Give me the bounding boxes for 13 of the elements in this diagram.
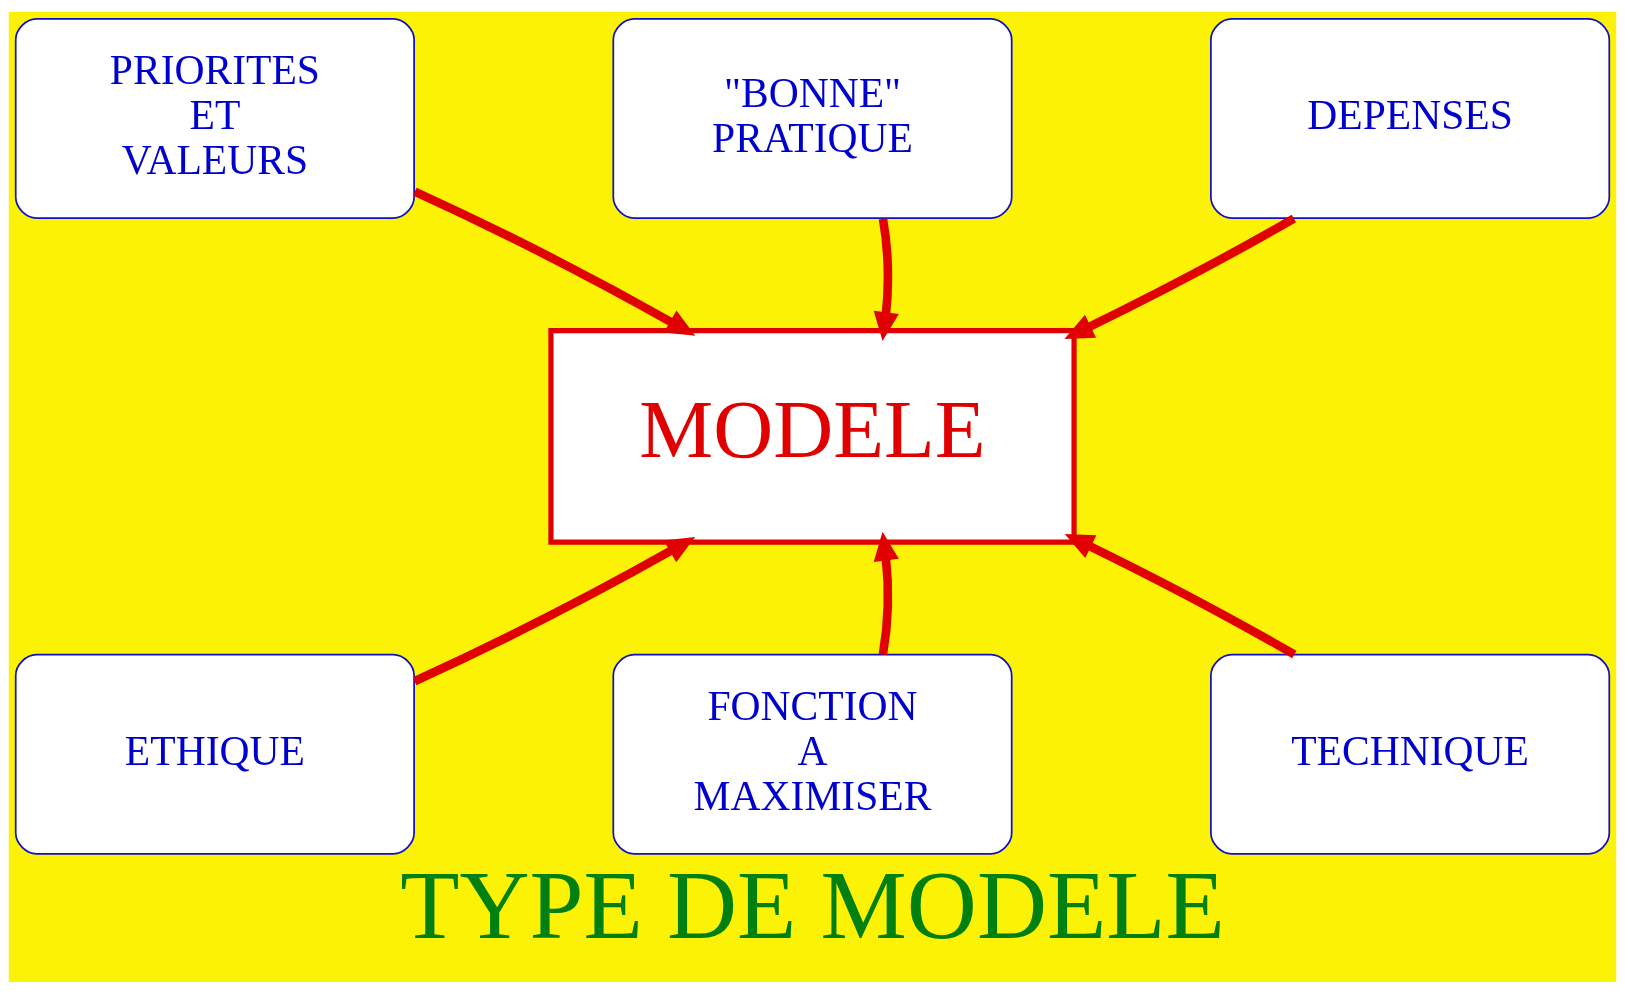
node-box: PRIORITES ET VALEURS — [14, 17, 415, 219]
node-box: MODELE — [548, 327, 1077, 545]
arrow — [1064, 214, 1297, 339]
arrow — [873, 531, 899, 655]
arrow — [413, 187, 696, 336]
arrow — [873, 217, 899, 341]
node-box: DEPENSES — [1210, 17, 1611, 219]
node-box: "BONNE" PRATIQUE — [612, 17, 1013, 219]
arrow — [412, 536, 696, 685]
node-box: ETHIQUE — [14, 653, 415, 855]
node-box: FONCTION A MAXIMISER — [612, 653, 1013, 855]
arrow — [1064, 533, 1297, 658]
node-box: TECHNIQUE — [1210, 653, 1611, 855]
